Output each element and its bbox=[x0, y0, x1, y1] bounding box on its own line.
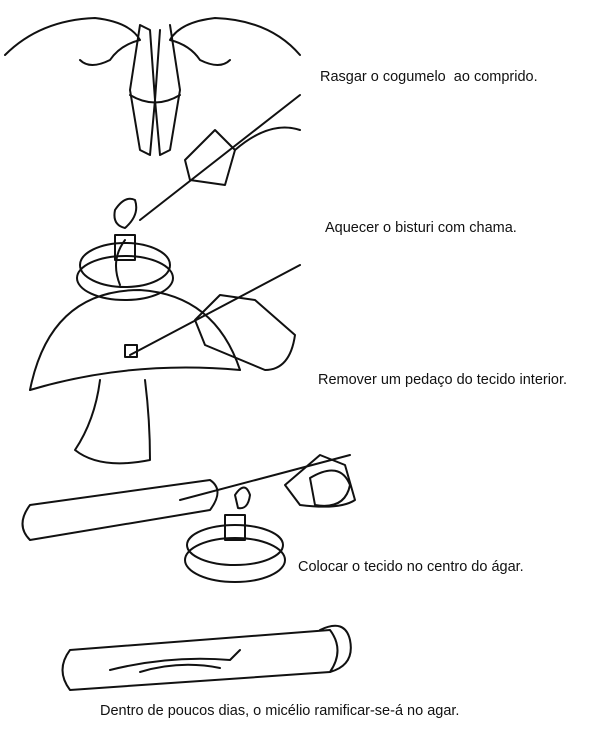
step5-mycelium-tube-illustration bbox=[61, 624, 352, 691]
step1-caption: Rasgar o cogumelo ao comprido. bbox=[320, 69, 538, 85]
step3-caption: Remover um pedaço do tecido interior. bbox=[318, 372, 568, 388]
step4-placing-tissue-illustration bbox=[21, 454, 356, 583]
step2-heating-scalpel-illustration bbox=[76, 94, 301, 301]
step3-removing-tissue-illustration bbox=[29, 264, 301, 465]
step5-caption: Dentro de poucos dias, o micélio ramific… bbox=[100, 703, 460, 719]
step1-tearing-mushroom-illustration bbox=[4, 17, 301, 156]
step2-caption: Aquecer o bisturi com chama. bbox=[325, 220, 517, 236]
step4-caption: Colocar o tecido no centro do ágar. bbox=[298, 559, 524, 575]
